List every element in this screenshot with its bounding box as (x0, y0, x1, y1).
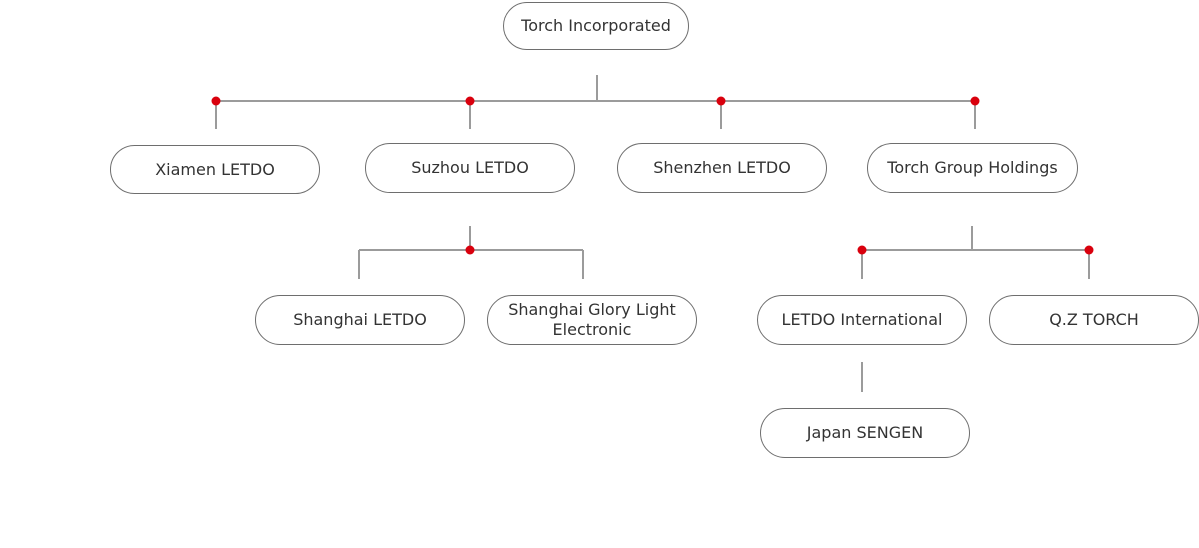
node-xiamen-letdo[interactable]: Xiamen LETDO (110, 145, 320, 194)
junction-dot-shenzhen (716, 96, 726, 106)
junction-dot-qz-torch (1084, 245, 1094, 255)
node-qz-torch[interactable]: Q.Z TORCH (989, 295, 1199, 345)
node-shanghai-letdo[interactable]: Shanghai LETDO (255, 295, 465, 345)
node-label: LETDO International (781, 310, 943, 329)
node-label: Torch Group Holdings (887, 158, 1058, 177)
node-label: Shanghai LETDO (293, 310, 427, 329)
junction-dot-suzhou (465, 96, 475, 106)
node-label: Shanghai Glory Light Electronic (508, 300, 676, 339)
node-suzhou-letdo[interactable]: Suzhou LETDO (365, 143, 575, 193)
node-torch-incorporated[interactable]: Torch Incorporated (503, 2, 689, 50)
junction-dot-xiamen (211, 96, 221, 106)
node-label: Q.Z TORCH (1049, 310, 1139, 329)
junction-dot-letdo-international (857, 245, 867, 255)
junction-dot-holdings (970, 96, 980, 106)
node-label: Suzhou LETDO (411, 158, 529, 177)
node-torch-group-holdings[interactable]: Torch Group Holdings (867, 143, 1078, 193)
node-shanghai-glory-light-electronic[interactable]: Shanghai Glory Light Electronic (487, 295, 697, 345)
node-label: Japan SENGEN (806, 423, 924, 442)
node-label: Torch Incorporated (521, 16, 671, 35)
node-japan-sengen[interactable]: Japan SENGEN (760, 408, 970, 458)
node-label: Shenzhen LETDO (653, 158, 791, 177)
node-shenzhen-letdo[interactable]: Shenzhen LETDO (617, 143, 827, 193)
node-letdo-international[interactable]: LETDO International (757, 295, 967, 345)
junction-dot-suzhou-children (465, 245, 475, 255)
node-label: Xiamen LETDO (155, 159, 275, 179)
